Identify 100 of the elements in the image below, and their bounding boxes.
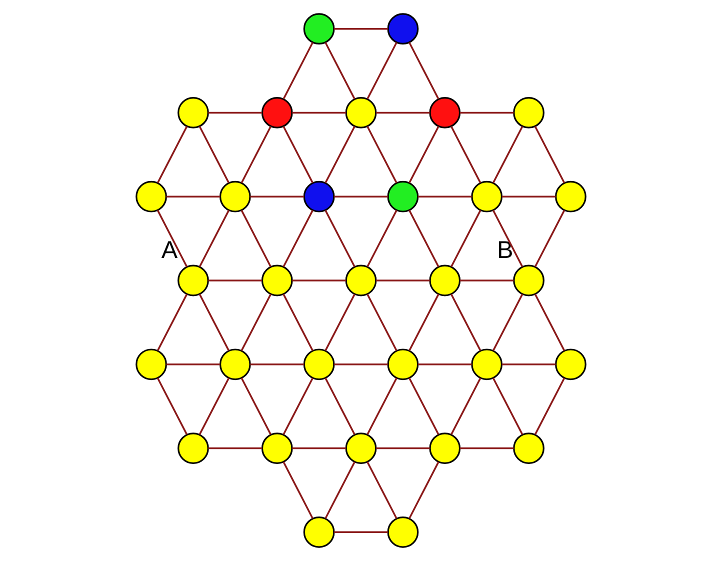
connector (501, 364, 556, 366)
connector (208, 447, 262, 450)
node-circle (344, 264, 376, 296)
connector (334, 196, 388, 198)
connector (492, 378, 523, 435)
connector (408, 210, 439, 268)
node-circle (512, 264, 544, 296)
connector (492, 294, 523, 351)
node-circle (260, 432, 292, 464)
connector (450, 126, 481, 184)
connector (366, 294, 397, 351)
connector (324, 462, 355, 519)
connector (166, 364, 220, 366)
connector (292, 280, 346, 282)
connector (282, 126, 313, 184)
node-circle (218, 180, 250, 212)
node-circle (302, 180, 334, 212)
connector (450, 210, 481, 268)
connector (501, 196, 556, 198)
connector (376, 112, 430, 114)
connector (408, 462, 439, 519)
connector (198, 378, 230, 435)
connector (418, 196, 472, 198)
connector (240, 378, 271, 435)
connector (334, 364, 388, 366)
connector (156, 126, 188, 184)
node-circle (344, 432, 376, 464)
connector (534, 126, 565, 184)
node-circle (554, 348, 586, 380)
node-circle (512, 97, 544, 128)
connector (240, 126, 272, 184)
node-circle (177, 432, 208, 464)
node-circle (428, 432, 460, 464)
connector (240, 210, 271, 268)
connector (250, 196, 304, 198)
node-circle (135, 348, 166, 380)
node-circle (344, 97, 376, 128)
connector (534, 294, 565, 351)
connector (324, 210, 355, 268)
connector (376, 447, 430, 450)
connector (459, 112, 514, 114)
node-circle (302, 516, 334, 548)
node-circle (470, 180, 502, 212)
connector (324, 378, 355, 435)
connector (450, 294, 481, 351)
node-circle (302, 13, 334, 45)
connector (534, 210, 565, 268)
connector (198, 126, 230, 184)
node-circle (135, 180, 166, 212)
node-circle (260, 97, 292, 128)
connector (492, 210, 523, 268)
connector (334, 531, 388, 534)
connector (198, 294, 230, 351)
connector (282, 462, 313, 519)
connector (376, 280, 430, 282)
connector (366, 210, 397, 268)
node-circle (386, 348, 418, 380)
connector (408, 42, 439, 100)
connector (459, 447, 514, 450)
connector (282, 294, 313, 351)
connector (208, 280, 262, 282)
node-circle (512, 432, 544, 464)
connector (282, 378, 313, 435)
connector (324, 126, 355, 184)
connector (166, 196, 220, 198)
connector (198, 210, 230, 268)
node-circle (386, 180, 418, 212)
node-circle (470, 348, 502, 380)
connector (324, 42, 355, 100)
node-circle (386, 516, 418, 548)
connector (366, 42, 397, 100)
connector (156, 378, 188, 435)
connector (459, 280, 514, 282)
connector (240, 294, 272, 351)
connector (492, 126, 523, 184)
node-circle (428, 97, 460, 128)
node-label: B (496, 237, 513, 264)
connector (418, 364, 472, 366)
connector (366, 126, 397, 184)
connector (408, 378, 439, 435)
node-circle (554, 180, 586, 212)
connector (366, 462, 397, 519)
connector (282, 42, 313, 100)
node-circle (428, 264, 460, 296)
node-circle (302, 348, 334, 380)
connector (408, 126, 439, 184)
connector (282, 210, 313, 268)
connector (450, 378, 481, 435)
connector (292, 447, 346, 450)
connector (156, 210, 188, 268)
node-circle (177, 264, 208, 296)
node-circle (386, 13, 418, 45)
connector (250, 364, 304, 366)
connector (324, 294, 355, 351)
node-circle (177, 97, 208, 128)
node-circle (218, 348, 250, 380)
connector (334, 28, 388, 30)
connector (408, 294, 439, 351)
connector (156, 294, 188, 351)
connector (292, 112, 346, 114)
